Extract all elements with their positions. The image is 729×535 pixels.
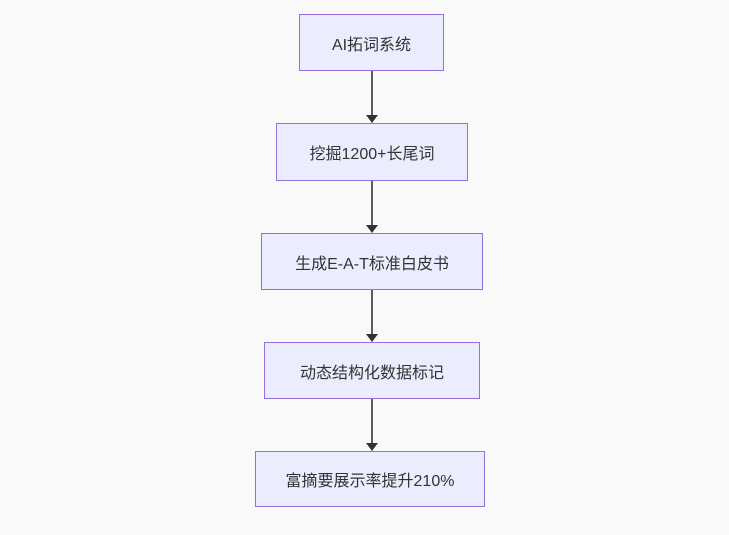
flow-node-step-3: 生成E-A-T标准白皮书	[261, 233, 483, 290]
flow-node-step-5: 富摘要展示率提升210%	[255, 451, 485, 507]
connector-line	[370, 71, 373, 115]
flow-node-label: AI拓词系统	[331, 36, 412, 54]
connector-line	[370, 290, 373, 334]
arrowhead-down-icon	[365, 443, 378, 451]
flow-connector	[365, 399, 378, 451]
flow-node-step-1: AI拓词系统	[299, 14, 444, 71]
flow-node-label: 动态结构化数据标记	[299, 364, 444, 382]
arrowhead-down-icon	[365, 225, 378, 233]
flow-node-label: 富摘要展示率提升210%	[285, 473, 455, 490]
flow-connector	[365, 181, 378, 233]
flow-connector	[365, 290, 378, 342]
flow-node-step-4: 动态结构化数据标记	[264, 342, 480, 399]
arrowhead-down-icon	[365, 334, 378, 342]
connector-line	[370, 181, 373, 225]
flow-node-step-2: 挖掘1200+长尾词	[276, 123, 468, 181]
flow-node-label: 挖掘1200+长尾词	[309, 146, 435, 163]
arrowhead-down-icon	[365, 115, 378, 123]
flow-node-label: 生成E-A-T标准白皮书	[295, 255, 449, 273]
connector-line	[370, 399, 373, 443]
flow-connector	[365, 71, 378, 123]
